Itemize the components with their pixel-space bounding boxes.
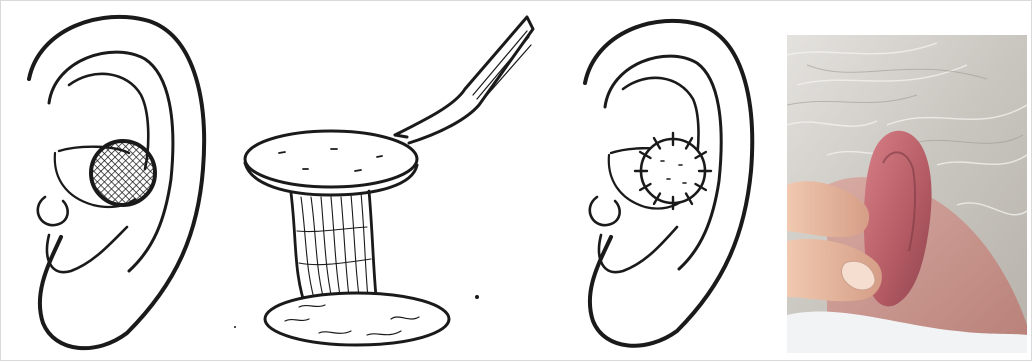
ear-defect-drawing bbox=[9, 1, 217, 362]
graft-drawing bbox=[227, 1, 537, 362]
forceps-outline bbox=[395, 17, 533, 143]
graft-illustration bbox=[227, 1, 537, 362]
lobule bbox=[599, 227, 677, 272]
ear-photograph bbox=[787, 35, 1027, 353]
photo-recreation bbox=[787, 35, 1027, 353]
lobule bbox=[47, 227, 127, 272]
ear-defect-illustration bbox=[9, 1, 217, 362]
tragus bbox=[590, 197, 620, 225]
ink-speck bbox=[475, 295, 479, 299]
sutured-ear-drawing bbox=[561, 1, 761, 362]
pedicle-left bbox=[291, 193, 307, 311]
pedicle-right bbox=[369, 191, 377, 307]
ink-speck-small bbox=[234, 326, 236, 328]
forceps-groove-1 bbox=[473, 31, 527, 95]
tragus bbox=[38, 197, 68, 225]
crosshatched-defect bbox=[91, 141, 155, 205]
sutured-ear-illustration bbox=[561, 1, 761, 362]
graft-disc-top bbox=[245, 131, 417, 187]
graft-outline bbox=[641, 139, 705, 203]
forceps-tip bbox=[395, 135, 407, 137]
donor-disc bbox=[265, 293, 449, 345]
